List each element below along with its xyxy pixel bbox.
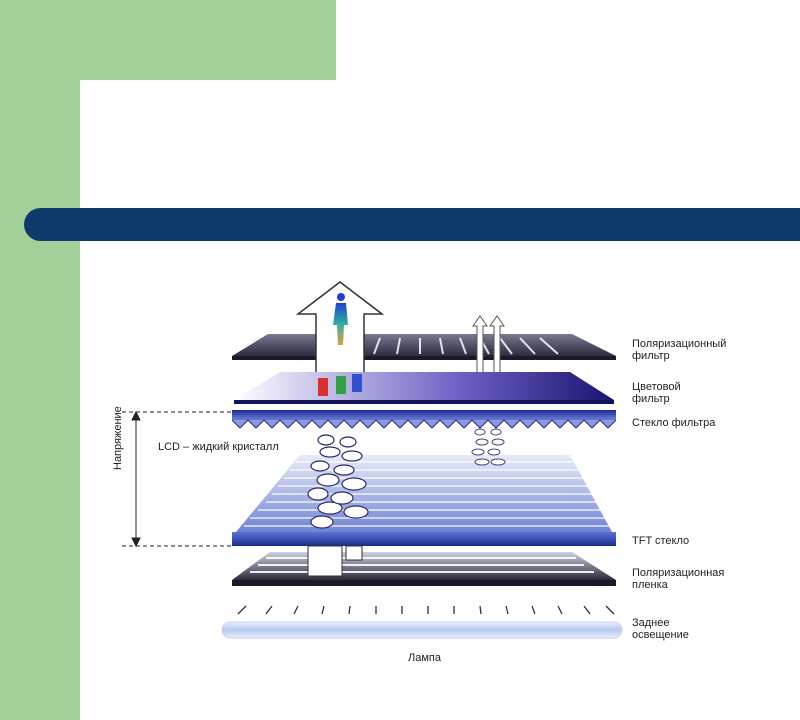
label-voltage: Напряжение bbox=[112, 406, 124, 470]
label-lamp: Лампа bbox=[408, 652, 441, 664]
label-tft-glass: TFT стекло bbox=[632, 535, 690, 547]
tft-glass-layer bbox=[232, 532, 616, 546]
crystal-helix-right bbox=[471, 428, 506, 466]
polarizing-film-layer bbox=[232, 545, 616, 586]
content-corner bbox=[80, 80, 160, 160]
liquid-crystal-layer bbox=[236, 455, 612, 532]
label-color-filter: Цветовой фильтр bbox=[632, 381, 681, 405]
label-polarizing-film: Поляризационная пленка bbox=[632, 567, 725, 591]
filter-glass-layer bbox=[231, 410, 617, 429]
polarizing-filter-layer bbox=[232, 334, 616, 360]
voltage-indicator bbox=[122, 410, 232, 548]
light-output-arrow bbox=[295, 281, 385, 381]
label-filter-glass: Стекло фильтра bbox=[632, 417, 716, 429]
label-backlight: Заднее освещение bbox=[632, 617, 689, 641]
label-polarizing-filter: Поляризационный фильтр bbox=[632, 338, 727, 362]
title-bar bbox=[24, 208, 800, 241]
label-lcd: LCD – жидкий кристалл bbox=[158, 441, 279, 453]
crystal-helix-left bbox=[307, 434, 369, 529]
lamp-tube bbox=[221, 621, 623, 639]
green-sidebar bbox=[0, 0, 80, 720]
backlight-rays bbox=[237, 605, 615, 615]
color-filter-layer bbox=[234, 372, 614, 404]
